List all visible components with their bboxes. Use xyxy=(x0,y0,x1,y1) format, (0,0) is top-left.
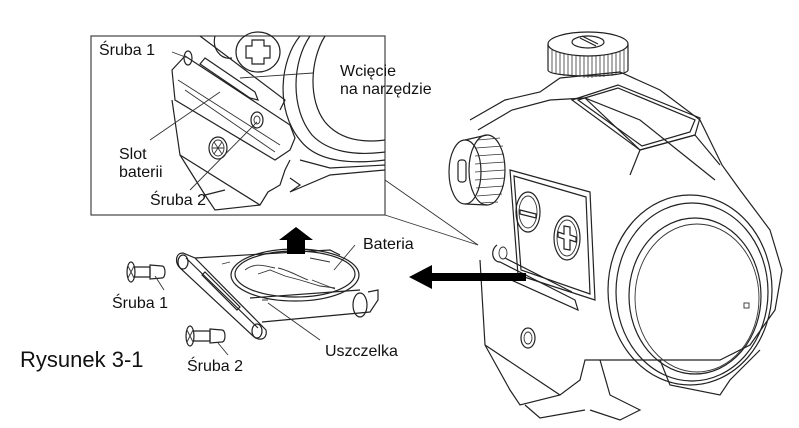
label-battery-slot-line1: Slot xyxy=(119,146,147,163)
leader-screw1-inset xyxy=(171,51,189,59)
figure-caption: Rysunek 3-1 xyxy=(20,347,144,372)
inset-connector-bottom xyxy=(384,214,479,246)
detail-inset xyxy=(90,31,479,246)
leader-tool-notch xyxy=(239,72,314,79)
battery-icon xyxy=(230,248,360,302)
leader-screw2-inset xyxy=(189,121,258,191)
leader-battery-slot xyxy=(149,91,221,141)
label-tool-notch-line1: Wcięcie xyxy=(340,63,397,80)
lens-icon xyxy=(607,194,773,386)
remove-battery-arrow-icon xyxy=(279,227,313,254)
inset-frame xyxy=(90,35,386,216)
leader-screw1 xyxy=(154,275,165,291)
minus-button-icon xyxy=(515,191,541,233)
elevation-turret-icon xyxy=(547,31,629,78)
label-tool-notch-line2: na narzędzie xyxy=(340,81,432,98)
label-screw1-inset: Śruba 1 xyxy=(99,42,156,59)
windage-turret-icon xyxy=(448,134,506,206)
leader-battery xyxy=(333,244,356,271)
label-battery-slot-line2: baterii xyxy=(119,164,163,181)
red-dot-sight xyxy=(448,31,783,421)
inset-connector-top xyxy=(384,179,479,246)
label-gasket: Uszczelka xyxy=(325,343,398,360)
battery-tray xyxy=(176,249,379,340)
inset-drawing xyxy=(171,31,386,211)
label-screw1: Śruba 1 xyxy=(112,295,169,312)
label-screw2-inset: Śruba 2 xyxy=(150,192,207,209)
leader-gasket xyxy=(267,302,321,341)
button-panel xyxy=(509,169,596,301)
screw1-loose-icon xyxy=(126,261,166,283)
screw2-loose-icon xyxy=(185,325,226,347)
label-screw2: Śruba 2 xyxy=(187,358,244,375)
insert-tray-arrow-icon xyxy=(409,265,526,289)
plus-button-icon xyxy=(553,215,581,261)
leader-screw2 xyxy=(217,342,229,356)
label-battery: Bateria xyxy=(363,236,414,253)
